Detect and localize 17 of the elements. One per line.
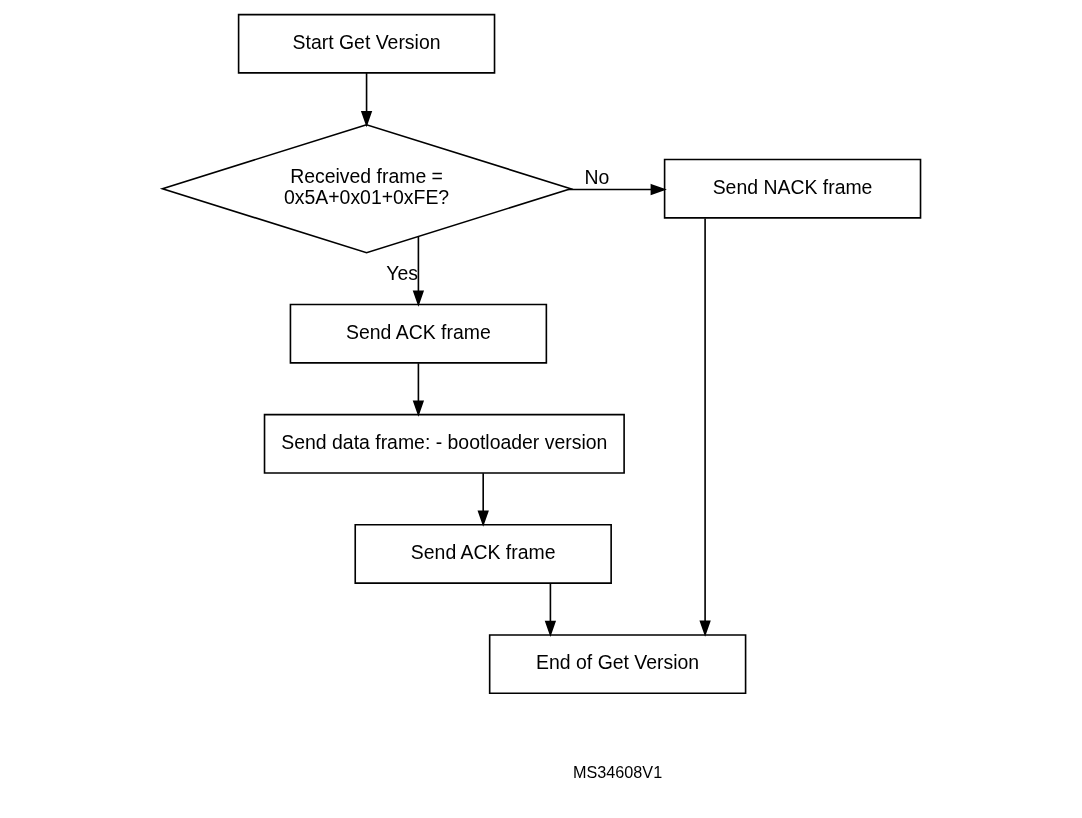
arrow <box>477 472 489 527</box>
node-diamond: Received frame = 0x5A+0x01+0xFE? <box>159 123 573 254</box>
node-box: Send ACK frame <box>353 524 612 584</box>
arrow <box>544 582 556 637</box>
node-box: End of Get Version <box>488 634 746 695</box>
edge-label: Yes <box>385 261 418 284</box>
arrow <box>698 217 711 637</box>
arrow <box>360 72 372 128</box>
arrow <box>567 183 667 196</box>
arrow <box>412 236 424 307</box>
label: MS34608V1 <box>572 763 662 782</box>
edge-label: No <box>584 166 609 189</box>
node-box: Send data frame: - bootloader version <box>263 413 625 474</box>
node-box: Start Get Version <box>237 13 495 74</box>
node-box: Send ACK frame <box>289 303 547 364</box>
arrow <box>412 362 424 417</box>
node-box: Send NACK frame <box>663 158 921 219</box>
